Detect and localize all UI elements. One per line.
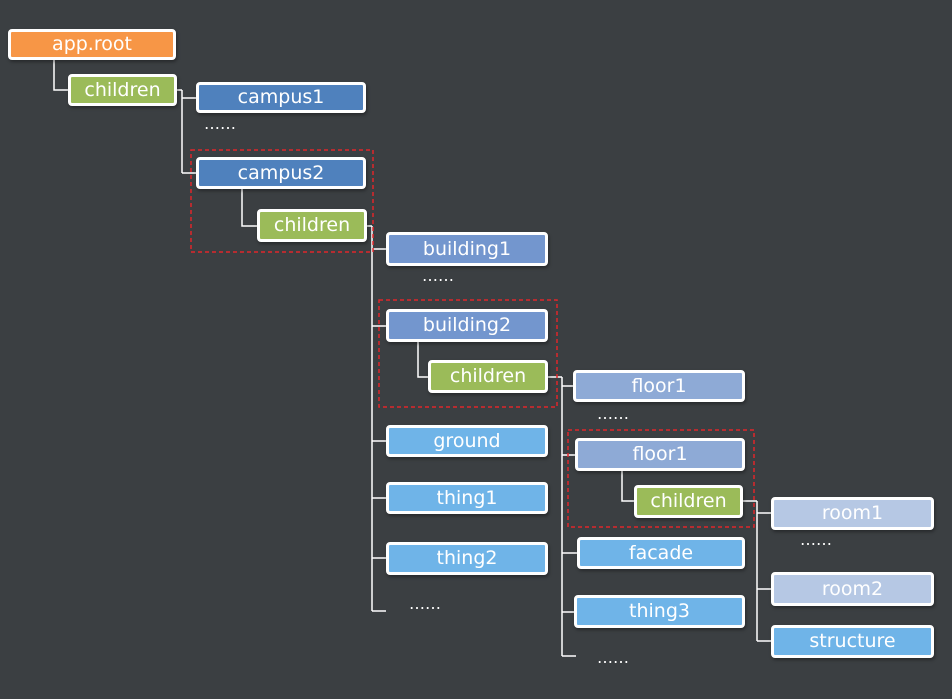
node-room2: room2 bbox=[771, 572, 934, 606]
ellipsis-room: …… bbox=[800, 530, 832, 549]
node-children-root: children bbox=[68, 74, 177, 106]
node-floor1-b: floor1 bbox=[575, 438, 745, 471]
node-structure: structure bbox=[771, 625, 934, 658]
ellipsis-floor: …… bbox=[597, 404, 629, 423]
node-room1: room1 bbox=[771, 497, 934, 530]
node-children-campus2: children bbox=[257, 209, 367, 242]
ellipsis-things: …… bbox=[409, 594, 441, 613]
node-thing3: thing3 bbox=[574, 595, 745, 628]
node-children-floor1: children bbox=[634, 485, 743, 518]
highlight-floor1 bbox=[567, 429, 755, 528]
ellipsis-building: …… bbox=[422, 266, 454, 285]
ellipsis-floor-items: …… bbox=[597, 648, 629, 667]
node-app-root: app.root bbox=[8, 29, 176, 60]
node-campus1: campus1 bbox=[196, 82, 366, 113]
node-thing2: thing2 bbox=[386, 542, 548, 575]
node-facade: facade bbox=[577, 537, 745, 569]
highlight-campus2 bbox=[190, 149, 374, 253]
node-campus2: campus2 bbox=[196, 157, 366, 189]
node-thing1: thing1 bbox=[386, 482, 548, 514]
node-building2: building2 bbox=[386, 309, 548, 342]
highlight-building2 bbox=[378, 299, 558, 408]
ellipsis-campus: …… bbox=[204, 114, 236, 133]
node-children-building2: children bbox=[428, 360, 548, 393]
node-floor1-a: floor1 bbox=[573, 370, 745, 402]
node-ground: ground bbox=[386, 425, 548, 457]
node-building1: building1 bbox=[386, 232, 548, 266]
